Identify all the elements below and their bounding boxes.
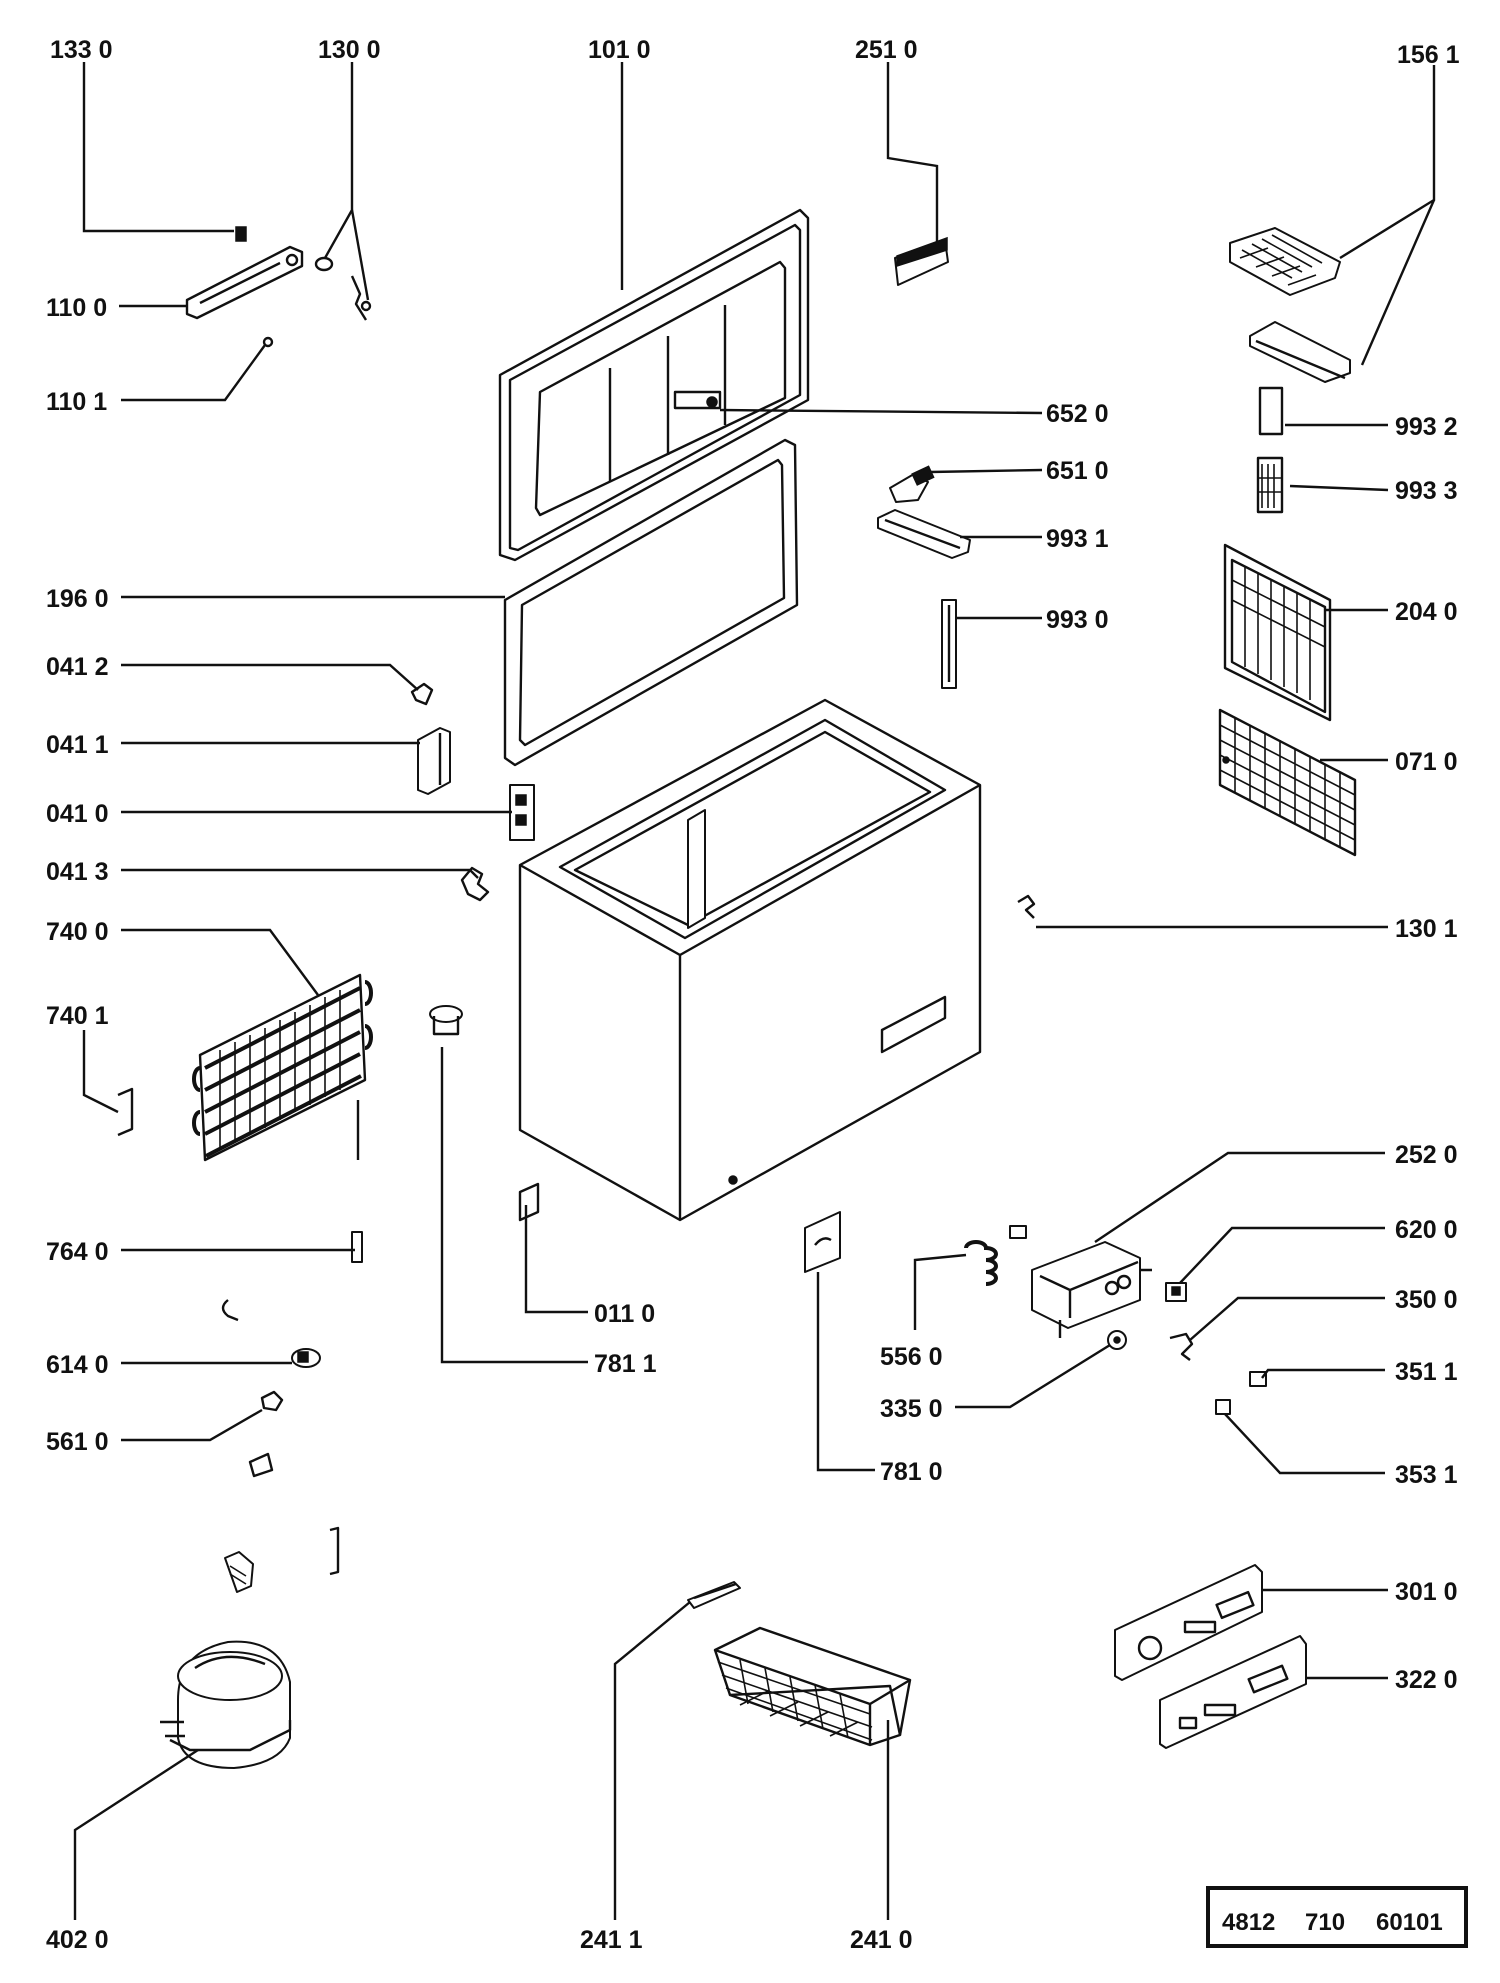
part-322-0-panel	[1159, 1635, 1307, 1749]
part-130-0	[314, 256, 372, 321]
part-041-0	[509, 784, 535, 841]
label-252-0: 252 0	[1395, 1141, 1458, 1169]
part-561-0	[260, 1390, 284, 1412]
label-204-0: 204 0	[1395, 598, 1458, 626]
part-clip-small	[221, 1299, 239, 1322]
part-781-0	[804, 1211, 841, 1273]
part-clamp	[329, 1526, 340, 1576]
label-251-0: 251 0	[855, 36, 918, 64]
part-614-0	[291, 1348, 321, 1368]
label-301-0: 301 0	[1395, 1578, 1458, 1606]
label-651-0: 651 0	[1046, 457, 1109, 485]
doc-number-part-2: 710	[1305, 1909, 1345, 1936]
part-740-1	[117, 1087, 134, 1137]
label-130-0: 130 0	[318, 36, 381, 64]
label-041-1: 041 1	[46, 731, 109, 759]
label-350-0: 350 0	[1395, 1286, 1458, 1314]
label-353-1: 353 1	[1395, 1461, 1458, 1489]
label-322-0: 322 0	[1395, 1666, 1458, 1694]
part-301-0-panel	[1114, 1564, 1263, 1681]
label-556-0: 556 0	[880, 1343, 943, 1371]
label-652-0: 652 0	[1046, 400, 1109, 428]
label-071-0: 071 0	[1395, 748, 1458, 776]
label-241-0: 241 0	[850, 1926, 913, 1954]
part-011-0	[518, 1182, 540, 1222]
part-156-1	[1229, 227, 1351, 383]
part-041-3	[460, 866, 490, 902]
part-130-1	[1017, 894, 1036, 919]
part-251-0	[894, 236, 949, 286]
part-781-1	[429, 1005, 463, 1036]
label-110-1: 110 1	[46, 388, 107, 416]
label-993-1: 993 1	[1046, 525, 1109, 553]
doc-number-part-3: 60101	[1376, 1909, 1443, 1936]
part-110-0	[185, 245, 304, 320]
label-993-3: 993 3	[1395, 477, 1458, 505]
label-764-0: 764 0	[46, 1238, 109, 1266]
part-335-0	[1107, 1330, 1127, 1350]
label-130-1: 130 1	[1395, 915, 1458, 943]
label-133-0: 133 0	[50, 36, 113, 64]
part-071-0	[1218, 708, 1357, 857]
label-041-2: 041 2	[46, 653, 109, 681]
part-351-1	[1249, 1371, 1267, 1387]
label-196-0: 196 0	[46, 585, 109, 613]
part-bracket-small	[248, 1452, 274, 1478]
part-402-0-compressor	[160, 1640, 292, 1769]
label-993-2: 993 2	[1395, 413, 1458, 441]
part-252-0	[1031, 1241, 1152, 1338]
label-740-0: 740 0	[46, 918, 109, 946]
doc-number-part-1: 4812	[1222, 1909, 1275, 1936]
label-101-0: 101 0	[588, 36, 651, 64]
part-041-2	[410, 682, 434, 706]
label-781-0: 781 0	[880, 1458, 943, 1486]
label-241-1: 241 1	[580, 1926, 643, 1954]
part-651-0	[889, 465, 935, 503]
part-993-1	[877, 509, 971, 559]
part-350-0	[1169, 1332, 1194, 1361]
part-993-2	[1258, 386, 1284, 436]
part-556-0	[964, 1225, 1027, 1286]
label-156-1: 156 1	[1397, 41, 1460, 69]
part-041-1	[417, 727, 451, 795]
part-241-0-basket	[713, 1626, 912, 1747]
label-614-0: 614 0	[46, 1351, 109, 1379]
part-764-0	[351, 1231, 363, 1263]
part-353-1	[1215, 1399, 1231, 1415]
label-110-0: 110 0	[46, 294, 107, 322]
label-335-0: 335 0	[880, 1395, 943, 1423]
part-cabinet	[518, 698, 982, 1222]
label-781-1: 781 1	[594, 1350, 657, 1378]
label-993-0: 993 0	[1046, 606, 1109, 634]
part-740-0-condenser	[192, 973, 373, 1162]
label-351-1: 351 1	[1395, 1358, 1458, 1386]
label-561-0: 561 0	[46, 1428, 109, 1456]
part-110-1	[262, 336, 274, 348]
label-740-1: 740 1	[46, 1002, 109, 1030]
part-620-0	[1165, 1282, 1187, 1302]
label-041-3: 041 3	[46, 858, 109, 886]
part-993-3	[1256, 456, 1284, 514]
document-number-box: 4812 710 60101	[1206, 1886, 1468, 1948]
part-133-0	[235, 226, 247, 242]
label-402-0: 402 0	[46, 1926, 109, 1954]
part-652-0	[708, 398, 716, 406]
part-204-0	[1223, 543, 1332, 722]
label-041-0: 041 0	[46, 800, 109, 828]
part-196-0-gasket	[503, 438, 799, 767]
label-620-0: 620 0	[1395, 1216, 1458, 1244]
leader-lines	[73, 62, 1436, 1920]
part-993-0	[941, 599, 957, 689]
part-terminal-cover	[224, 1551, 254, 1593]
label-011-0: 011 0	[594, 1300, 655, 1328]
part-101-0-lid	[498, 208, 810, 562]
part-241-1	[687, 1581, 741, 1609]
part-labels: 133 0 130 0 101 0 251 0 156 1 110 0 110 …	[46, 36, 1460, 1954]
